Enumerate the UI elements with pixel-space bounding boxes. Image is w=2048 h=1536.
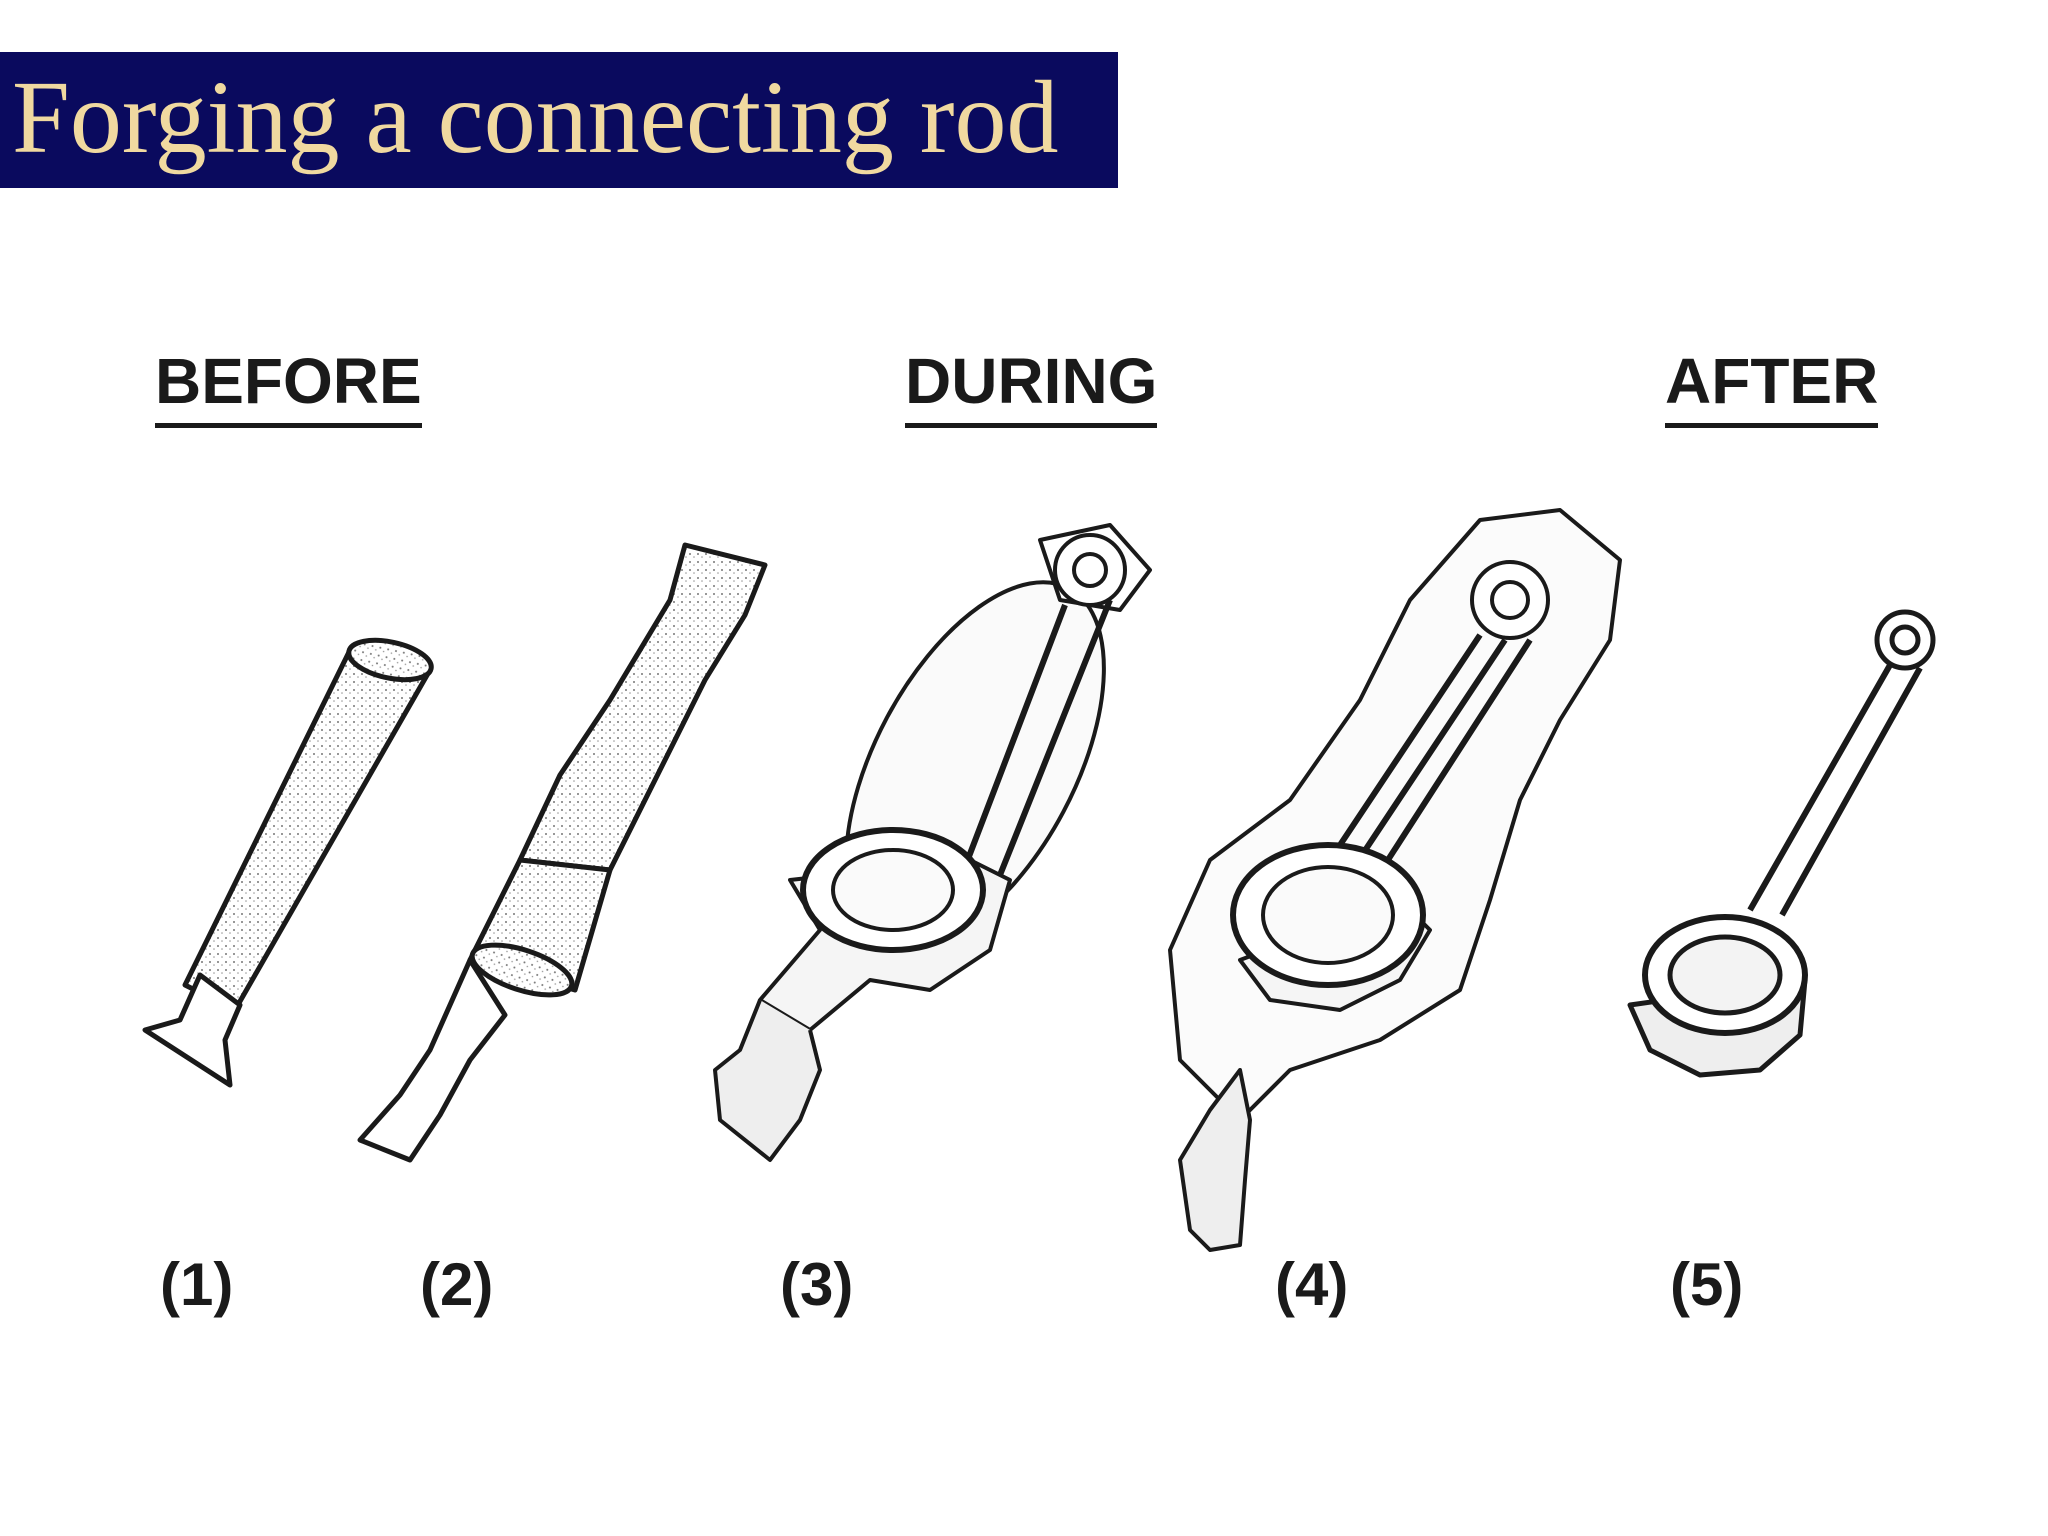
billet-drawing — [145, 634, 435, 1085]
step-label-4: (4) — [1275, 1250, 1348, 1320]
step-label-2: (2) — [420, 1250, 493, 1320]
connecting-rod-drawing — [1630, 612, 1933, 1075]
step-label-1: (1) — [160, 1250, 233, 1320]
finisher-forging-drawing — [1170, 510, 1620, 1250]
blocker-forging-drawing — [715, 525, 1157, 1160]
preform-drawing — [360, 545, 765, 1160]
step-label-3: (3) — [780, 1250, 853, 1320]
step-label-5: (5) — [1670, 1250, 1743, 1320]
